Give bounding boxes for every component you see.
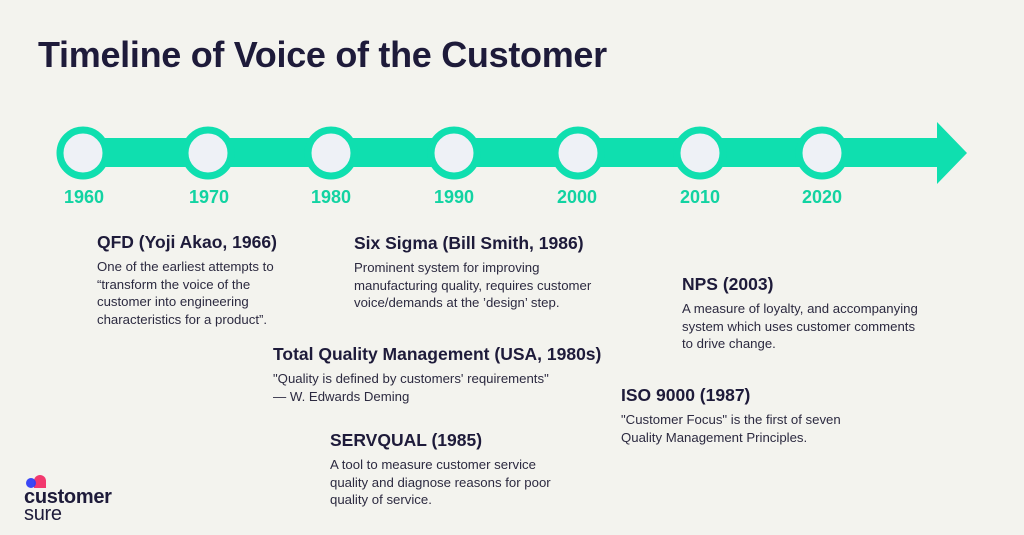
- year-label: 1970: [188, 187, 230, 207]
- speech-bubbles-icon: [26, 475, 46, 488]
- timeline-node-1960: [56, 126, 110, 180]
- logo-text-sure: sure: [24, 503, 62, 525]
- event-title: NPS (2003): [682, 274, 774, 294]
- timeline-node-2000: [551, 126, 605, 180]
- event-six-sigma: Six Sigma (Bill Smith, 1986) Prominent s…: [354, 233, 591, 312]
- year-label: 1980: [310, 187, 352, 207]
- event-description: Prominent system for improving manufactu…: [354, 260, 592, 310]
- event-description: One of the earliest attempts to “transfo…: [97, 259, 274, 327]
- year-label: 2000: [556, 187, 598, 207]
- timeline: 1960 1970 1980 1990 2000 2010 2020: [0, 0, 1024, 220]
- timeline-node-2020: [795, 126, 849, 180]
- event-description: A tool to measure customer service quali…: [330, 457, 551, 507]
- customersure-logo: customer sure: [24, 474, 112, 525]
- arrow-head-icon: [937, 122, 967, 184]
- event-description: "Quality is defined by customers' requir…: [273, 371, 549, 404]
- event-title: QFD (Yoji Akao, 1966): [97, 232, 277, 252]
- timeline-node-1990: [427, 126, 481, 180]
- event-title: Six Sigma (Bill Smith, 1986): [354, 233, 584, 253]
- year-label: 1990: [433, 187, 475, 207]
- event-nps: NPS (2003) A measure of loyalty, and acc…: [682, 274, 918, 353]
- event-tqm: Total Quality Management (USA, 1980s) "Q…: [273, 344, 601, 405]
- event-iso-9000: ISO 9000 (1987) "Customer Focus" is the …: [621, 385, 841, 446]
- year-label: 1960: [63, 187, 105, 207]
- event-description: "Customer Focus" is the first of seven Q…: [621, 412, 841, 445]
- timeline-node-1970: [181, 126, 235, 180]
- event-title: Total Quality Management (USA, 1980s): [273, 344, 602, 364]
- timeline-node-2010: [673, 126, 727, 180]
- event-title: ISO 9000 (1987): [621, 385, 751, 405]
- year-label: 2010: [679, 187, 721, 207]
- event-title: SERVQUAL (1985): [330, 430, 483, 450]
- timeline-node-1980: [304, 126, 358, 180]
- event-servqual: SERVQUAL (1985) A tool to measure custom…: [330, 430, 551, 509]
- logo-text-customer: customer: [24, 486, 112, 508]
- year-label: 2020: [801, 187, 843, 207]
- page-title: Timeline of Voice of the Customer: [38, 34, 607, 75]
- event-qfd: QFD (Yoji Akao, 1966) One of the earlies…: [97, 232, 277, 328]
- timeline-axis: [56, 122, 967, 184]
- event-description: A measure of loyalty, and accompanying s…: [682, 301, 918, 351]
